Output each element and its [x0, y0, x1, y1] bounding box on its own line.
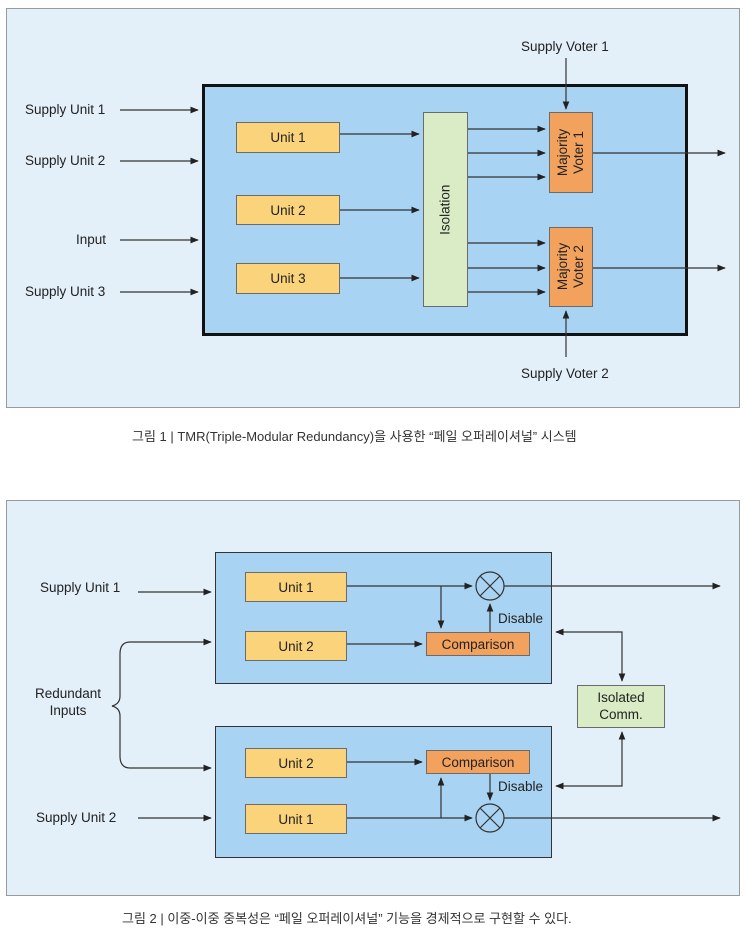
fig1-supply-unit-2-label: Supply Unit 2 — [25, 153, 106, 168]
fig1-unit-2: Unit 2 — [236, 195, 340, 225]
bottom-comparison-block: Comparison — [426, 750, 530, 774]
fig1-input-label: Input — [76, 232, 107, 247]
redundant-inputs-brace — [111, 641, 131, 769]
fig2-supply-unit-1-label: Supply Unit 1 — [40, 580, 121, 595]
fig2-bottom-unit-1: Unit 1 — [245, 804, 347, 834]
top-disable-label: Disable — [498, 611, 544, 626]
supply-voter-1-label: Supply Voter 1 — [521, 39, 609, 54]
bottom-disable-label: Disable — [498, 779, 544, 794]
isolation-block: Isolation — [423, 112, 468, 307]
top-comparison-block: Comparison — [426, 632, 530, 656]
majority-voter-1: Majority Voter 1 — [549, 112, 593, 193]
majority-voter-2: Majority Voter 2 — [549, 227, 593, 307]
redundant-inputs-label: Redundant Inputs — [34, 686, 102, 718]
fig2-bottom-unit-2: Unit 2 — [245, 748, 347, 778]
isolated-comm-block: Isolated Comm. — [577, 685, 665, 728]
fig1-supply-unit-3-label: Supply Unit 3 — [25, 284, 106, 299]
figure-2-caption: 그림 2 | 이중-이중 중복성은 “페일 오퍼레이셔널” 기능을 경제적으로 … — [122, 911, 572, 926]
fig1-unit-3: Unit 3 — [236, 263, 340, 294]
fig2-top-unit-1: Unit 1 — [245, 572, 347, 602]
figure-1-caption: 그림 1 | TMR(Triple-Modular Redundancy)을 사… — [132, 429, 577, 444]
fig1-unit-1: Unit 1 — [236, 122, 340, 153]
fig2-top-unit-2: Unit 2 — [245, 631, 347, 661]
fig2-supply-unit-2-label: Supply Unit 2 — [36, 810, 117, 825]
supply-voter-2-label: Supply Voter 2 — [521, 366, 609, 381]
fig1-supply-unit-1-label: Supply Unit 1 — [25, 102, 106, 117]
